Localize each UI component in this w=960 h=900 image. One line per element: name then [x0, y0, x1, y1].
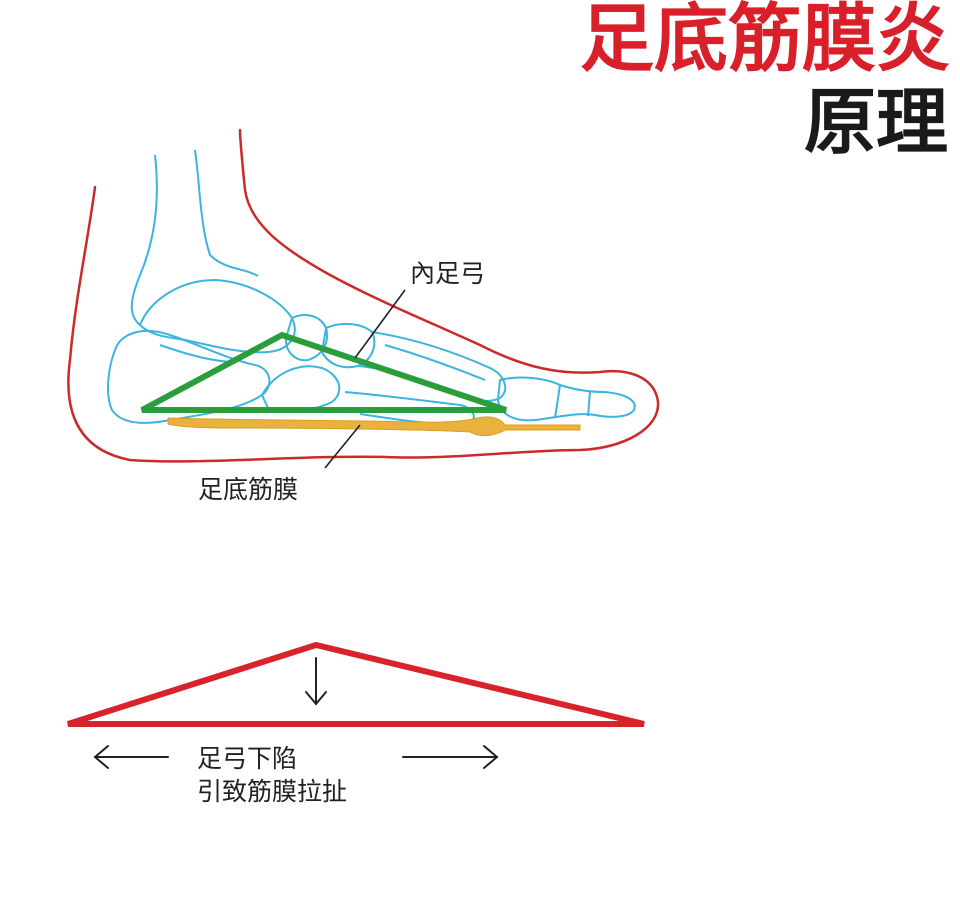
- tibia-outline: [130, 154, 158, 326]
- toe-joint-line: [554, 384, 561, 419]
- foot-bones: [107, 149, 636, 426]
- foot-skin-outline: [67, 128, 660, 463]
- cuneiform-outline: [321, 322, 376, 369]
- plantar-fascia-label: 足底筋膜: [198, 475, 298, 504]
- plantar-fascia-band: [167, 416, 581, 437]
- cuboid-outline: [261, 365, 341, 412]
- toe-phalanges-outline: [497, 376, 636, 422]
- bone-detail-line: [159, 344, 231, 363]
- fibula-outline: [194, 149, 259, 277]
- inner-arch-label: 內足弓: [410, 259, 485, 288]
- caption-line-1: 足弓下陷: [197, 744, 297, 773]
- toe-joint-line-2: [587, 391, 591, 417]
- right-arrow: [402, 745, 499, 769]
- plantar-fascia-leader-line: [324, 424, 361, 469]
- flattened-arch-triangle: [67, 641, 645, 727]
- page-title: 足底筋膜炎: [580, 0, 950, 82]
- down-arrow: [305, 657, 327, 706]
- inner-arch-triangle: [140, 331, 507, 413]
- caption-line-2: 引致筋膜拉扯: [197, 777, 347, 806]
- bone-detail-line-2: [384, 344, 486, 381]
- page-subtitle: 原理: [803, 80, 948, 164]
- left-arrow: [93, 745, 169, 769]
- inner-arch-leader-line: [354, 289, 406, 359]
